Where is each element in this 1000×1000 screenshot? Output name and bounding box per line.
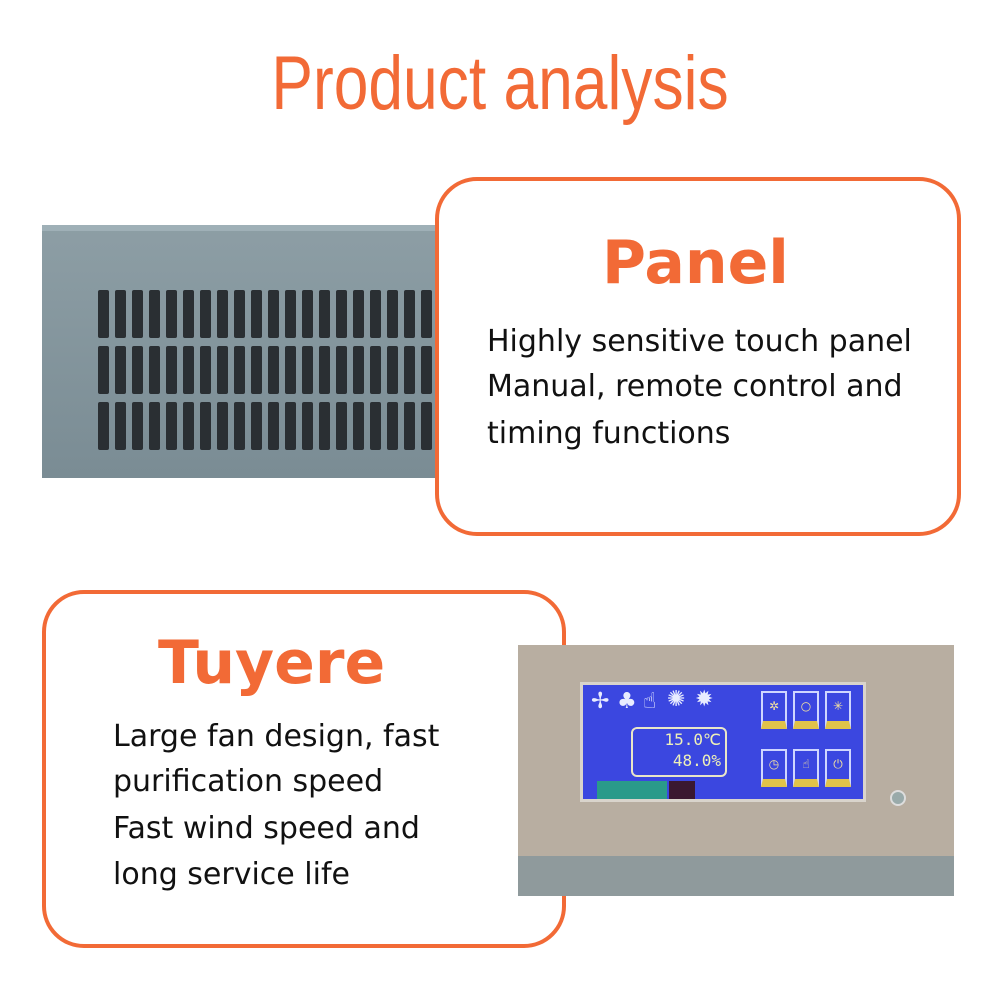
tuyere-heading: Tuyere bbox=[158, 628, 386, 698]
lcd-screen: ✢ ♣ ☝ ✺ ✹ 15.0℃ 48.0% ✲ ○ ✳ ◷ ☝ ⏻ bbox=[580, 682, 866, 802]
knob bbox=[890, 790, 906, 806]
mode-button[interactable]: ○ bbox=[793, 691, 819, 729]
tuyere-callout bbox=[42, 590, 566, 948]
page-title: Product analysis bbox=[271, 41, 729, 126]
tuyere-line: purification speed bbox=[113, 764, 384, 799]
temperature-readout: 15.0℃ bbox=[664, 730, 722, 749]
tuyere-line: Fast wind speed and bbox=[113, 811, 420, 846]
panel-line: timing functions bbox=[487, 416, 731, 451]
gear-sun-icon: ✹ bbox=[695, 687, 714, 712]
humidity-readout: 48.0% bbox=[672, 751, 721, 770]
hand-icon: ☝ bbox=[643, 689, 657, 714]
timer-button[interactable]: ◷ bbox=[761, 749, 787, 787]
fan-icon: ✢ bbox=[591, 689, 610, 714]
touch-button[interactable]: ☝ bbox=[793, 749, 819, 787]
status-block bbox=[669, 781, 695, 799]
tuyere-line: long service life bbox=[113, 857, 350, 892]
unit-base bbox=[518, 856, 954, 896]
light-button[interactable]: ✳ bbox=[825, 691, 851, 729]
panel-line: Highly sensitive touch panel bbox=[487, 324, 912, 359]
tree-icon: ♣ bbox=[617, 689, 637, 714]
panel-callout bbox=[435, 177, 961, 536]
panel-heading: Panel bbox=[602, 228, 789, 298]
control-unit-photo: ✢ ♣ ☝ ✺ ✹ 15.0℃ 48.0% ✲ ○ ✳ ◷ ☝ ⏻ bbox=[518, 645, 954, 896]
readout: 15.0℃ 48.0% bbox=[631, 727, 727, 777]
status-bar bbox=[597, 781, 667, 799]
fan-button[interactable]: ✲ bbox=[761, 691, 787, 729]
panel-line: Manual, remote control and bbox=[487, 369, 903, 404]
tuyere-line: Large fan design, fast bbox=[113, 719, 440, 754]
vent-slots bbox=[98, 290, 432, 450]
power-button[interactable]: ⏻ bbox=[825, 749, 851, 787]
sun-icon: ✺ bbox=[667, 687, 686, 712]
